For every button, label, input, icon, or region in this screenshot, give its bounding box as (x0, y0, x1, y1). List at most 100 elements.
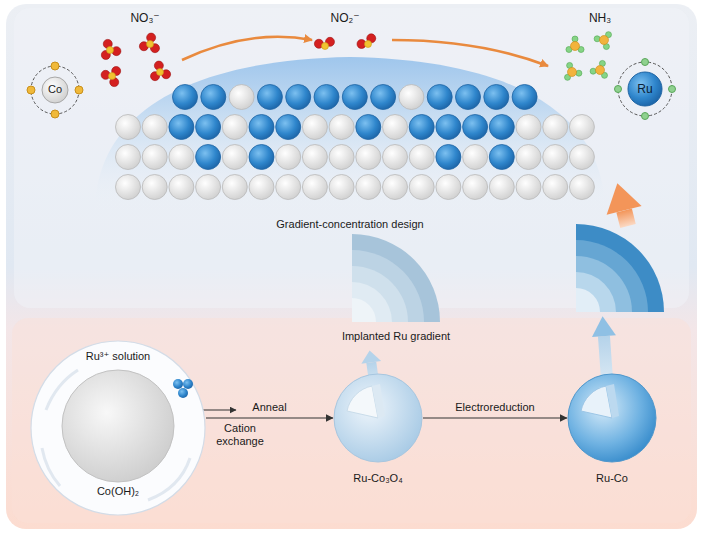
ru-atom (456, 85, 481, 110)
node-label: Co (48, 83, 62, 96)
electron-dot (615, 86, 622, 93)
co-atom (436, 175, 461, 200)
alloy-sphere (568, 374, 656, 462)
background-panel (6, 4, 697, 529)
orange-block-arrow (600, 179, 646, 230)
co-atom (569, 145, 594, 170)
central-atom (107, 47, 114, 54)
co-atom (222, 115, 247, 140)
cutaway-face (606, 384, 619, 418)
co-atom (399, 85, 424, 110)
co-atom (569, 175, 594, 200)
co-atom (142, 115, 167, 140)
caption-label-holder: Implanted Ru gradient (342, 330, 450, 343)
ru-atom (196, 115, 221, 140)
co-atom (383, 145, 408, 170)
caption-label: Implanted Ru gradient (342, 330, 450, 343)
co-atom (409, 145, 434, 170)
ru-ion (173, 379, 183, 389)
co-atom (516, 115, 541, 140)
ru-atom (249, 145, 274, 170)
gradient-ring (352, 234, 440, 322)
surface-dome (95, 57, 605, 212)
solution-shell (31, 341, 205, 515)
nitrite-molecule (357, 34, 376, 49)
reaction-arrow (182, 37, 312, 60)
central-atom (596, 66, 605, 75)
ru-atom (173, 85, 198, 110)
central-atom (322, 43, 329, 50)
oxide-sphere (334, 374, 422, 462)
process-arrow (206, 417, 333, 418)
electron-dot (642, 59, 649, 66)
process-label: Cation exchange (209, 422, 271, 448)
electron-dot (51, 110, 59, 118)
bottom-panel (12, 318, 691, 523)
species-label-holder: NO₃⁻ (130, 11, 159, 25)
ru-atom (314, 85, 339, 110)
ru-ion (183, 379, 193, 389)
nitrate-molecule (139, 33, 159, 53)
ru-atom (249, 115, 274, 140)
co-atom (329, 145, 354, 170)
co-atom (383, 115, 408, 140)
co-atom (222, 175, 247, 200)
outer-atom (576, 70, 582, 76)
gradient-ring (352, 266, 408, 322)
precursor-sphere: Ru³⁺ solutionCo(OH)₂ (30, 340, 206, 516)
electron-dot (669, 86, 676, 93)
co-atom (329, 175, 354, 200)
ru-atom (436, 115, 461, 140)
gradient-ring (576, 224, 664, 312)
edge-label: Electroreduction (455, 401, 535, 414)
gradient-ring (352, 250, 424, 322)
node-outline (567, 373, 657, 463)
ru-atom (196, 145, 221, 170)
ru-atom (342, 85, 367, 110)
co-atom (383, 175, 408, 200)
ru-atom (436, 145, 461, 170)
ammonia-molecule (565, 62, 582, 80)
reaction-arrow (392, 40, 548, 66)
gradient-ring (576, 256, 632, 312)
co-atom (42, 77, 68, 103)
species-label-holder: NH₃ (589, 11, 611, 25)
orbit-ring (31, 66, 79, 114)
solution-swirl (42, 448, 60, 486)
ru-atom (463, 115, 488, 140)
co-atom (356, 145, 381, 170)
atom-lattice (116, 85, 595, 200)
molecules (101, 32, 611, 87)
ru-atom (371, 85, 396, 110)
co-atom (516, 175, 541, 200)
alloy-sphere-node: Ru-Co (567, 373, 657, 491)
co-atom (569, 115, 594, 140)
co-atom (302, 145, 327, 170)
outer-atom (590, 68, 596, 74)
central-atom (157, 69, 164, 76)
central-atom (600, 36, 609, 45)
node-label: Gradient-concentration design (276, 218, 423, 233)
nitrate-molecule (101, 39, 121, 59)
node-label: Ru-Co (596, 472, 628, 485)
node-label: Ru (637, 82, 652, 96)
gradient-quarter (576, 224, 664, 312)
ru-atom-icon: Ru (614, 58, 676, 120)
ru-atom (489, 115, 514, 140)
ammonia-molecule (594, 32, 611, 50)
co-atom (116, 175, 141, 200)
zoom-arrow-head (360, 349, 381, 364)
co-atom (116, 115, 141, 140)
ru-atom (489, 145, 514, 170)
ru-atom (427, 85, 452, 110)
gradient-ring (352, 298, 376, 322)
co-atom (489, 175, 514, 200)
gradient-ring (352, 282, 392, 322)
edge-label-holder: Electroreduction (455, 401, 535, 414)
node-label: Ru³⁺ solution (86, 350, 151, 363)
ru-atom (201, 85, 226, 110)
central-atom (568, 68, 577, 77)
electron-dot (51, 62, 59, 70)
